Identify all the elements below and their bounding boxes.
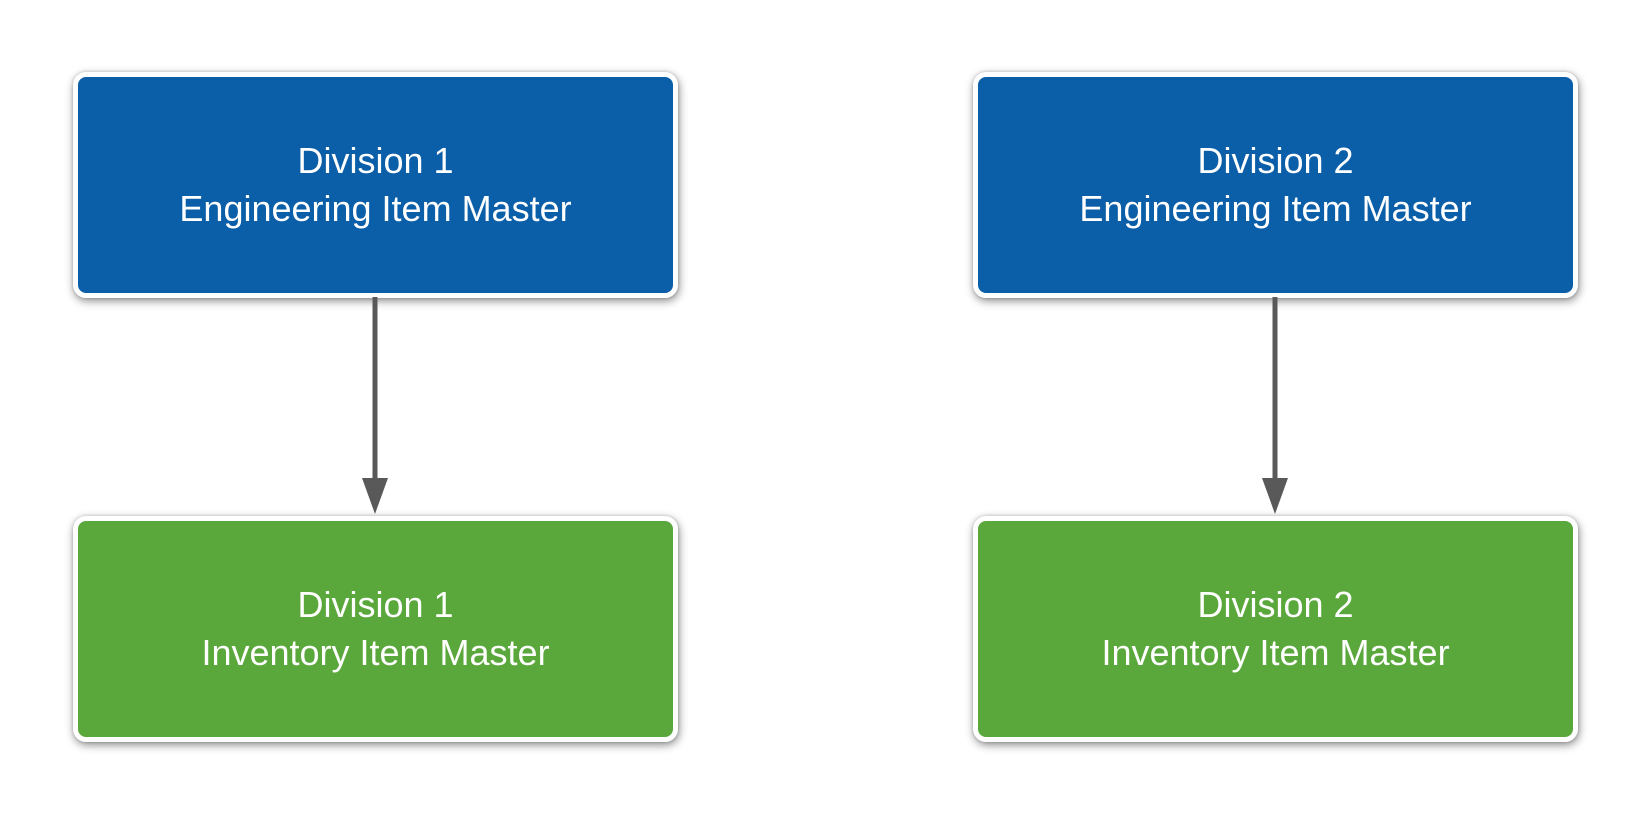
node-label-line2: Engineering Item Master bbox=[179, 188, 572, 229]
node-label-line1: Division 1 bbox=[297, 584, 454, 625]
node-label-line2: Engineering Item Master bbox=[1079, 188, 1472, 229]
node-label-line2: Inventory Item Master bbox=[201, 632, 550, 673]
arrow-head-icon bbox=[1262, 478, 1288, 514]
division-1-flow-arrow bbox=[362, 297, 388, 514]
node-label-line1: Division 2 bbox=[1197, 140, 1354, 181]
node-label-line1: Division 2 bbox=[1197, 584, 1354, 625]
node-label-line1: Division 1 bbox=[297, 140, 454, 181]
arrow-head-icon bbox=[362, 478, 388, 514]
division-1-engineering-item-master-node: Division 1 Engineering Item Master bbox=[73, 72, 678, 298]
division-2-engineering-item-master-node: Division 2 Engineering Item Master bbox=[973, 72, 1578, 298]
division-2-inventory-item-master-node: Division 2 Inventory Item Master bbox=[973, 516, 1578, 742]
division-2-flow-arrow bbox=[1262, 297, 1288, 514]
division-1-inventory-item-master-node: Division 1 Inventory Item Master bbox=[73, 516, 678, 742]
node-label-line2: Inventory Item Master bbox=[1101, 632, 1450, 673]
